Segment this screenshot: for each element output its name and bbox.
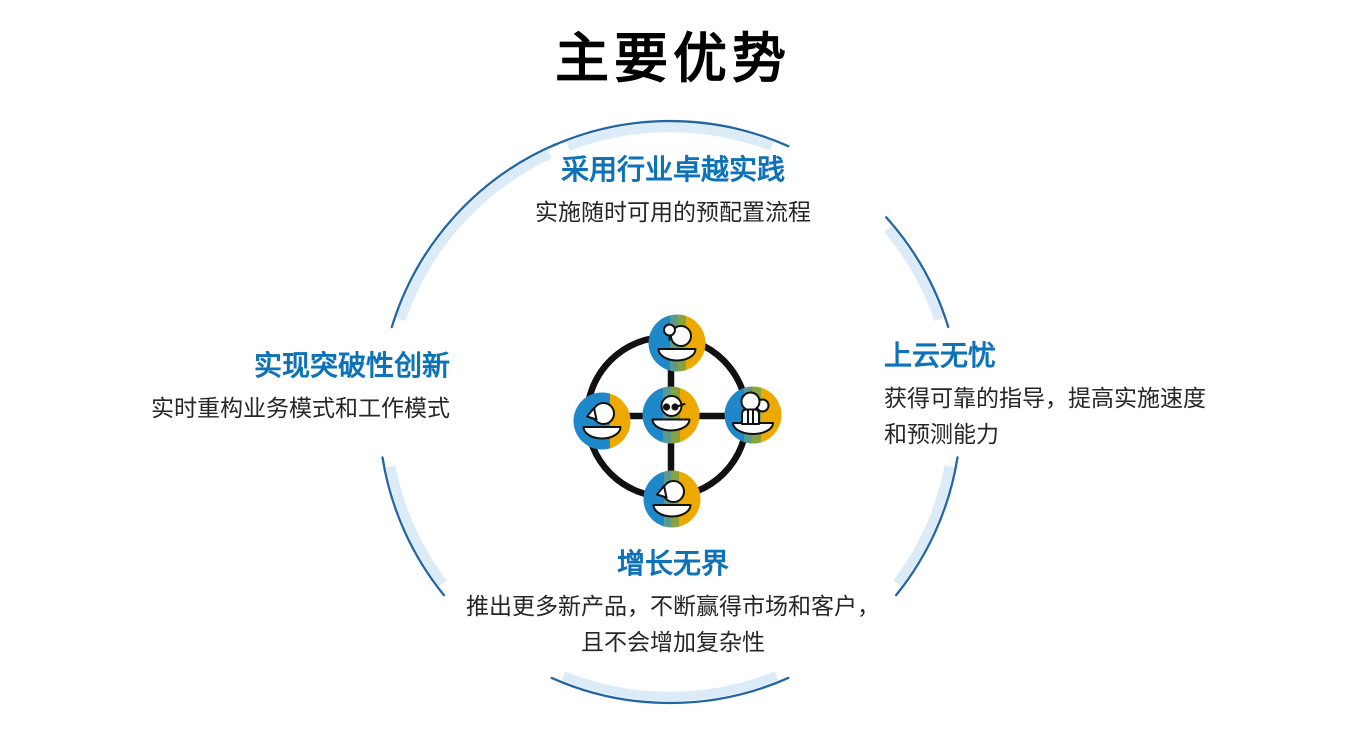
avatar-two-people-icon: [724, 386, 782, 444]
benefit-bottom: 增长无界 推出更多新产品，不断赢得市场和客户， 且不会增加复杂性: [423, 548, 923, 660]
benefit-right-description: 获得可靠的指导，提高实施速度 和预测能力: [884, 385, 1206, 447]
avatar-person-idea-icon: [648, 314, 706, 372]
avatar-person-profile-left-icon: [573, 392, 631, 450]
benefit-bottom-title: 增长无界: [616, 548, 729, 579]
benefit-left: 实现突破性创新 实时重构业务模式和工作模式: [50, 350, 450, 427]
page-title: 主要优势: [555, 29, 791, 89]
benefit-right-title: 上云无忧: [884, 340, 997, 371]
benefit-left-title: 实现突破性创新: [253, 350, 450, 381]
avatar-person-glasses-icon: [642, 386, 700, 444]
benefit-left-description: 实时重构业务模式和工作模式: [151, 395, 450, 422]
benefit-top: 采用行业卓越实践 实施随时可用的预配置流程: [453, 154, 893, 231]
benefit-top-title: 采用行业卓越实践: [560, 154, 785, 185]
avatar-person-profile-bottom-icon: [643, 470, 701, 528]
benefit-right: 上云无忧 获得可靠的指导，提高实施速度 和预测能力: [884, 340, 1274, 452]
outer-circle-arcs: [381, 119, 959, 705]
benefit-top-description: 实施随时可用的预配置流程: [535, 199, 811, 226]
collaboration-network-icon: [573, 314, 782, 528]
benefit-bottom-description: 推出更多新产品，不断赢得市场和客户， 且不会增加复杂性: [466, 593, 880, 655]
